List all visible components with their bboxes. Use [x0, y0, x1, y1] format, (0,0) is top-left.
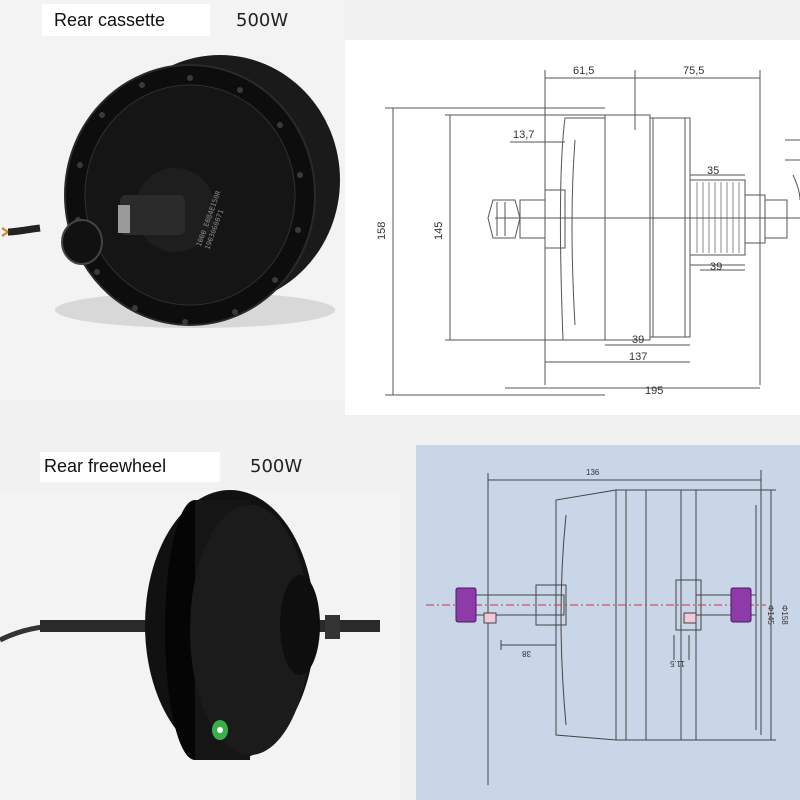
top-motor-photo: 1000 E084E150R 1903060071 [0, 0, 345, 400]
bottom-motor-photo [0, 490, 400, 800]
rear-freewheel-power: 500W [250, 456, 303, 477]
dim-cassette-bottom: 39 [710, 261, 722, 273]
dim-right-width: 75,5 [683, 65, 704, 77]
rear-cassette-power: 500W [236, 10, 289, 31]
dim-left-gap: 38 [522, 649, 531, 658]
rear-freewheel-label: Rear freewheel [40, 452, 220, 482]
dim-flange: 13,7 [513, 129, 534, 141]
dim-inner-dia: Φ145 [766, 605, 775, 625]
dim-width-top: 136 [586, 468, 600, 477]
top-technical-drawing: 61,5 75,5 13,7 158 145 35 39 39 137 195 [345, 40, 800, 415]
dim-outer-dia: Φ158 [780, 605, 789, 625]
dim-outer-dia: 158 [376, 222, 388, 240]
dim-right-gap: 11.5 [669, 659, 685, 668]
dim-cassette-top: 35 [707, 165, 719, 177]
rear-cassette-label: Rear cassette [42, 4, 210, 36]
bottom-technical-drawing: 136 Φ158 Φ145 38 11.5 [416, 445, 800, 800]
dim-axle-inner: 137 [629, 351, 647, 363]
dim-axle-total: 195 [645, 385, 663, 397]
dim-body-width: 39 [632, 334, 644, 346]
dim-left-width: 61,5 [573, 65, 594, 77]
dim-inner-dia: 145 [433, 222, 445, 240]
